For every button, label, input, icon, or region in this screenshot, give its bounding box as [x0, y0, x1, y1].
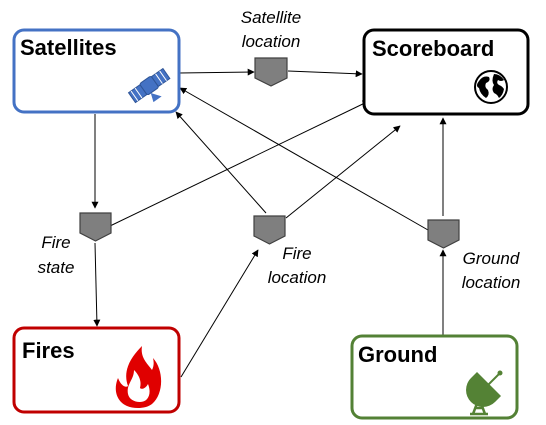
satellite-location-port [254, 57, 288, 87]
node-ground: Ground [350, 334, 519, 420]
node-scoreboard: Scoreboard [362, 28, 530, 116]
node-satellites: Satellites [12, 28, 181, 114]
satellite-icon [127, 67, 171, 104]
edge-fireloc-port-to-satellites [175, 111, 267, 214]
satellite-dish-icon [466, 370, 503, 416]
edge-fireloc-port-to-scoreboard [285, 125, 401, 219]
ground-location-label-line2: location [462, 273, 521, 292]
node-fires: Fires [12, 326, 181, 414]
edge-firestate-port-to-fires [93, 242, 101, 327]
fire-state-port [79, 212, 112, 242]
edge-labels: Satellite location Fire state Fire locat… [38, 8, 521, 292]
fire-state-label-line1: Fire [41, 233, 70, 252]
ports [79, 57, 460, 249]
globe-icon [474, 70, 508, 104]
fires-box [12, 326, 181, 414]
fire-icon [115, 346, 162, 408]
satellite-location-label-line1: Satellite [241, 8, 301, 27]
ground-title: Ground [358, 342, 437, 367]
scoreboard-title: Scoreboard [372, 36, 494, 61]
fire-location-label-line2: location [268, 268, 327, 287]
edge-satloc-port-to-scoreboard [287, 70, 363, 78]
edge-satellites-to-satloc-port [178, 68, 255, 76]
edge-fires-to-fireloc-port [180, 249, 259, 378]
satellites-title: Satellites [20, 35, 117, 60]
fire-state-label-line2: state [38, 258, 75, 277]
edges [91, 68, 447, 378]
ground-location-port [427, 219, 460, 249]
ground-location-label-line1: Ground [463, 249, 520, 268]
satellite-location-label-line2: location [242, 32, 301, 51]
fires-title: Fires [22, 338, 75, 363]
fire-location-port [253, 215, 286, 245]
fire-location-label-line1: Fire [282, 244, 311, 263]
edge-groundloc-port-to-satellites [179, 87, 429, 231]
edge-firestate-port-to-scoreboard [109, 100, 370, 227]
